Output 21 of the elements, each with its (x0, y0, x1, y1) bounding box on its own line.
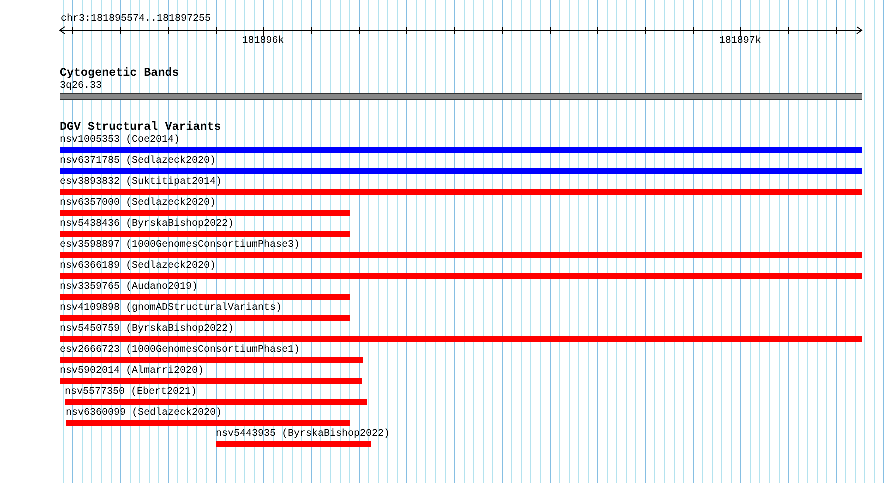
variant-label: nsv5450759 (ByrskaBishop2022) (60, 324, 234, 335)
variant-label: nsv6371785 (Sedlazeck2020) (60, 156, 216, 167)
variant-label: nsv5438436 (ByrskaBishop2022) (60, 219, 234, 230)
variant-label: esv2666723 (1000GenomesConsortiumPhase1) (60, 345, 300, 356)
variant-label: nsv3359765 (Audano2019) (60, 282, 198, 293)
tick-label: 181897k (719, 36, 762, 47)
variant-label: nsv5443935 (ByrskaBishop2022) (216, 429, 390, 440)
variant-label: nsv4109898 (gnomADStructuralVariants) (60, 303, 282, 314)
variant-label: nsv5902014 (Almarri2020) (60, 366, 204, 377)
variant-label: esv3893832 (Suktitipat2014) (60, 177, 222, 188)
variant-label: nsv6360099 (Sedlazeck2020) (66, 408, 222, 419)
band-label: 3q26.33 (60, 81, 102, 92)
locus-label: chr3:181895574..181897255 (61, 14, 212, 25)
track-title: Cytogenetic Bands (60, 67, 180, 80)
variant-label: nsv6357000 (Sedlazeck2020) (60, 198, 216, 209)
variant-label: nsv5577350 (Ebert2021) (65, 387, 198, 398)
variant-label: nsv1005353 (Coe2014) (60, 135, 180, 146)
tick-label: 181896k (242, 36, 284, 47)
track-title: DGV Structural Variants (60, 121, 222, 134)
variant-label: esv3598897 (1000GenomesConsortiumPhase3) (60, 240, 300, 251)
variant-label: nsv6366189 (Sedlazeck2020) (60, 261, 216, 272)
